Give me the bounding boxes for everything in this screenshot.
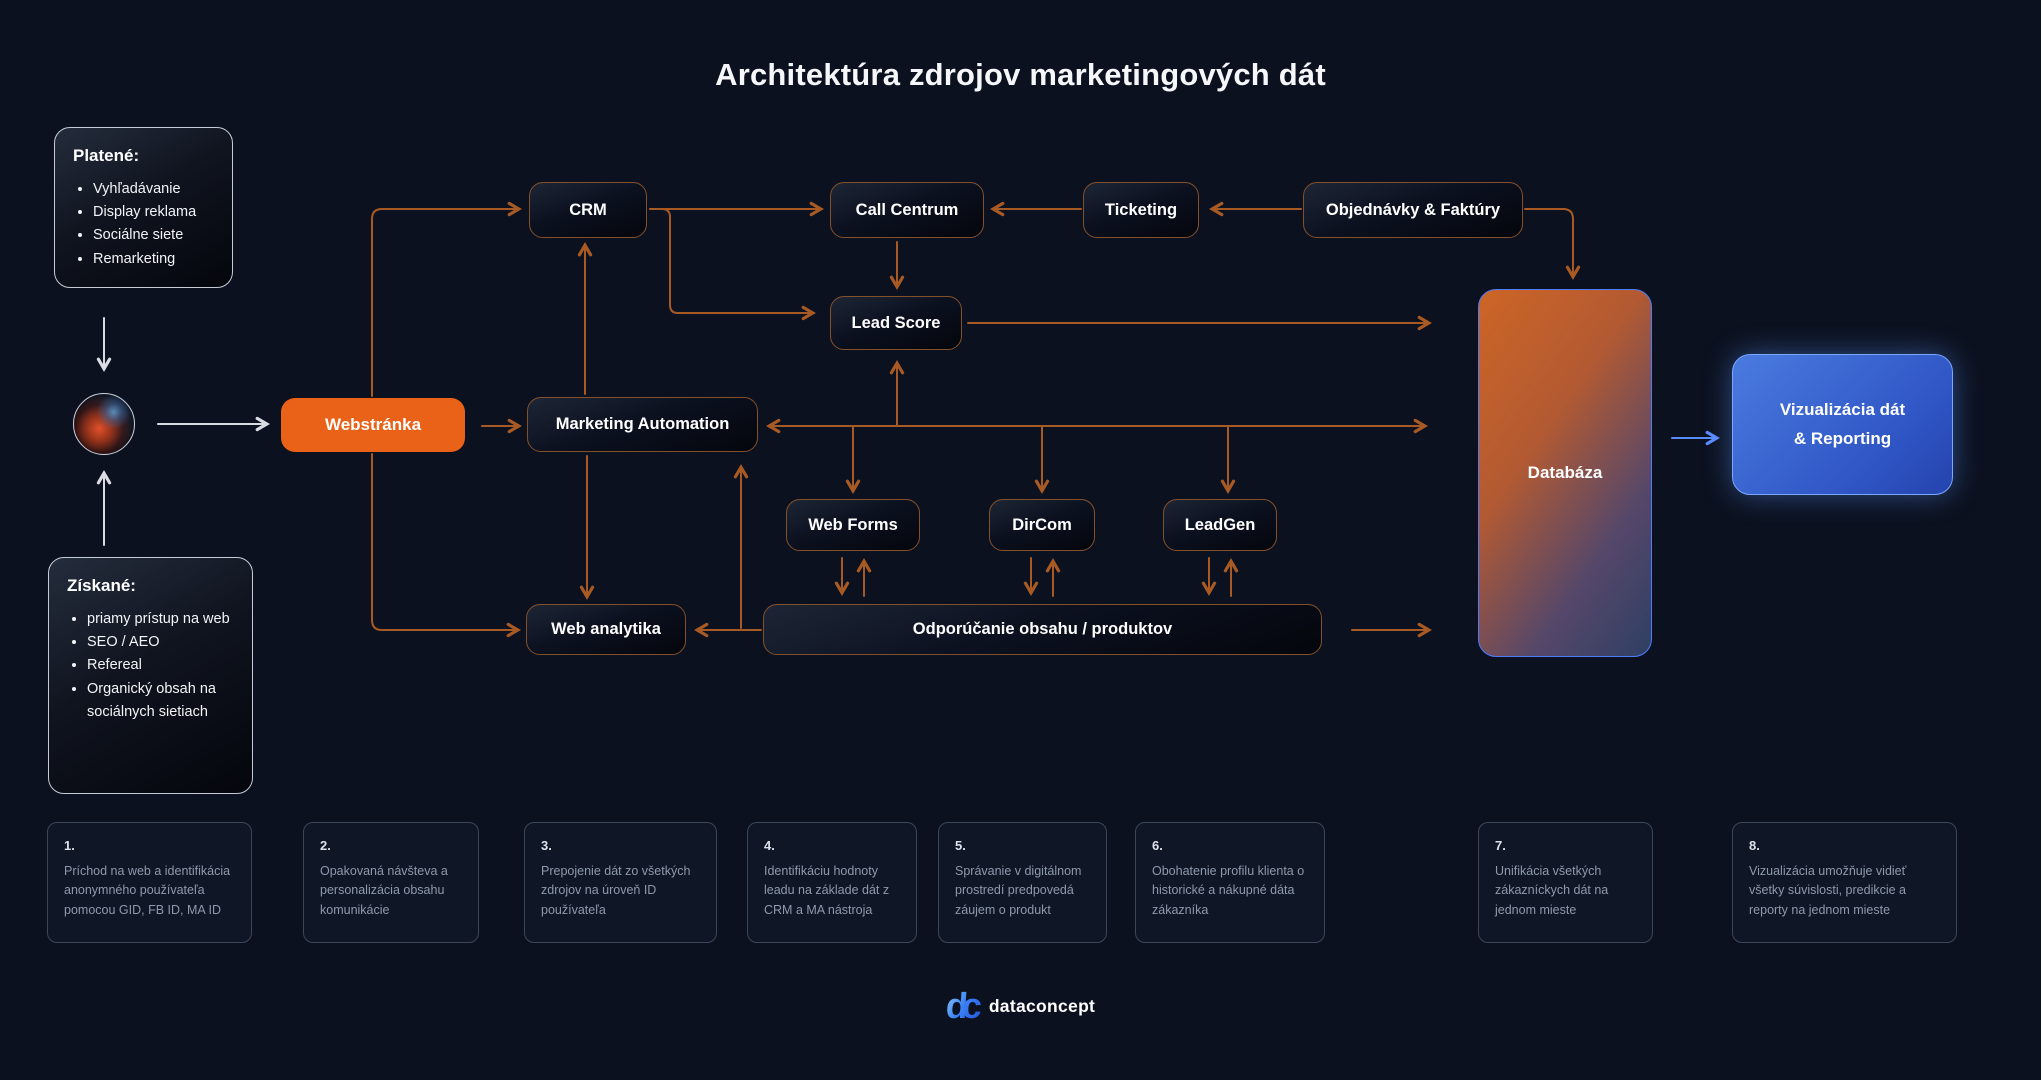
- list-bullet-item: Remarketing: [93, 248, 216, 271]
- arrow-objednavky-to-databaza: [1524, 208, 1581, 280]
- step-number: 5.: [955, 838, 966, 853]
- node-web-analytika: Web analytika: [526, 604, 686, 655]
- step-text: Vizualizácia umožňuje vidieť všetky súvi…: [1749, 864, 1907, 917]
- step-text: Unifikácia všetkých zákazníckych dát na …: [1495, 864, 1609, 917]
- panel-ziskane-title: Získané:: [67, 576, 136, 595]
- step-card-8: 8. Vizualizácia umožňuje vidieť všetky s…: [1732, 822, 1957, 943]
- node-ticketing: Ticketing: [1083, 182, 1199, 238]
- node-lead-score: Lead Score: [830, 296, 962, 350]
- step-card-4: 4. Identifikáciu hodnoty leadu na základ…: [747, 822, 917, 943]
- panel-platene: Platené: VyhľadávanieDisplay reklamaSoci…: [54, 127, 233, 288]
- step-card-6: 6. Obohatenie profilu klienta o historic…: [1135, 822, 1325, 943]
- node-leadgen: LeadGen: [1163, 499, 1277, 551]
- node-dircom: DirCom: [989, 499, 1095, 551]
- step-text: Opakovaná návšteva a personalizácia obsa…: [320, 864, 448, 917]
- node-odporucanie: Odporúčanie obsahu / produktov: [763, 604, 1322, 655]
- step-number: 2.: [320, 838, 331, 853]
- node-objednavky: Objednávky & Faktúry: [1303, 182, 1523, 238]
- step-number: 8.: [1749, 838, 1760, 853]
- arrow-crm-to-lead-score: [649, 208, 816, 321]
- dataconcept-logo-text: dataconcept: [988, 995, 1096, 1016]
- node-vizualizacia-line1: Vizualizácia dát: [1779, 399, 1906, 419]
- step-card-1: 1. Príchod na web a identifikácia anonym…: [47, 822, 252, 943]
- list-bullet-item: Sociálne siete: [93, 224, 216, 247]
- step-text: Správanie v digitálnom prostredí predpov…: [955, 864, 1082, 917]
- arrow-webstranka-to-web-analytika: [371, 453, 521, 638]
- panel-ziskane: Získané: priamy prístup na webSEO / AEOR…: [48, 557, 253, 794]
- node-vizualizacia-line2: & Reporting: [1793, 428, 1892, 448]
- step-number: 4.: [764, 838, 775, 853]
- step-text: Obohatenie profilu klienta o historické …: [1152, 864, 1305, 917]
- step-card-3: 3. Prepojenie dát zo všetkých zdrojov na…: [524, 822, 717, 943]
- panel-platene-title: Platené:: [73, 146, 140, 165]
- node-databaza: Databáza: [1478, 289, 1652, 657]
- user-avatar: [73, 393, 135, 455]
- node-webstranka: Webstránka: [281, 398, 465, 452]
- list-bullet-item: Display reklama: [93, 201, 216, 224]
- step-number: 1.: [64, 838, 75, 853]
- step-text: Prepojenie dát zo všetkých zdrojov na úr…: [541, 864, 691, 917]
- page-title: Architektúra zdrojov marketingových dát: [715, 57, 1326, 92]
- list-bullet-item: Organický obsah na sociálnych sietiach: [87, 678, 236, 724]
- node-call-centrum: Call Centrum: [830, 182, 984, 238]
- step-card-2: 2. Opakovaná návšteva a personalizácia o…: [303, 822, 479, 943]
- node-web-forms: Web Forms: [786, 499, 920, 551]
- step-text: Príchod na web a identifikácia anonymnéh…: [64, 864, 231, 917]
- list-bullet-item: Vyhľadávanie: [93, 178, 216, 201]
- panel-platene-list: VyhľadávanieDisplay reklamaSociálne siet…: [73, 178, 216, 271]
- step-number: 3.: [541, 838, 552, 853]
- footer-logo: dc dataconcept: [0, 985, 2041, 1026]
- arrow-webstranka-to-crm: [371, 201, 522, 397]
- step-number: 6.: [1152, 838, 1163, 853]
- panel-ziskane-list: priamy prístup na webSEO / AEOReferealOr…: [67, 608, 236, 724]
- node-vizualizacia: Vizualizácia dát & Reporting: [1732, 354, 1953, 495]
- step-card-7: 7. Unifikácia všetkých zákazníckych dát …: [1478, 822, 1653, 943]
- step-card-5: 5. Správanie v digitálnom prostredí pred…: [938, 822, 1107, 943]
- list-bullet-item: SEO / AEO: [87, 631, 236, 654]
- dataconcept-logo-icon: dc: [944, 985, 986, 1026]
- node-marketing-automation: Marketing Automation: [527, 397, 758, 452]
- node-crm: CRM: [529, 182, 647, 238]
- step-number: 7.: [1495, 838, 1506, 853]
- step-text: Identifikáciu hodnoty leadu na základe d…: [764, 864, 890, 917]
- list-bullet-item: Refereal: [87, 654, 236, 677]
- list-bullet-item: priamy prístup na web: [87, 608, 236, 631]
